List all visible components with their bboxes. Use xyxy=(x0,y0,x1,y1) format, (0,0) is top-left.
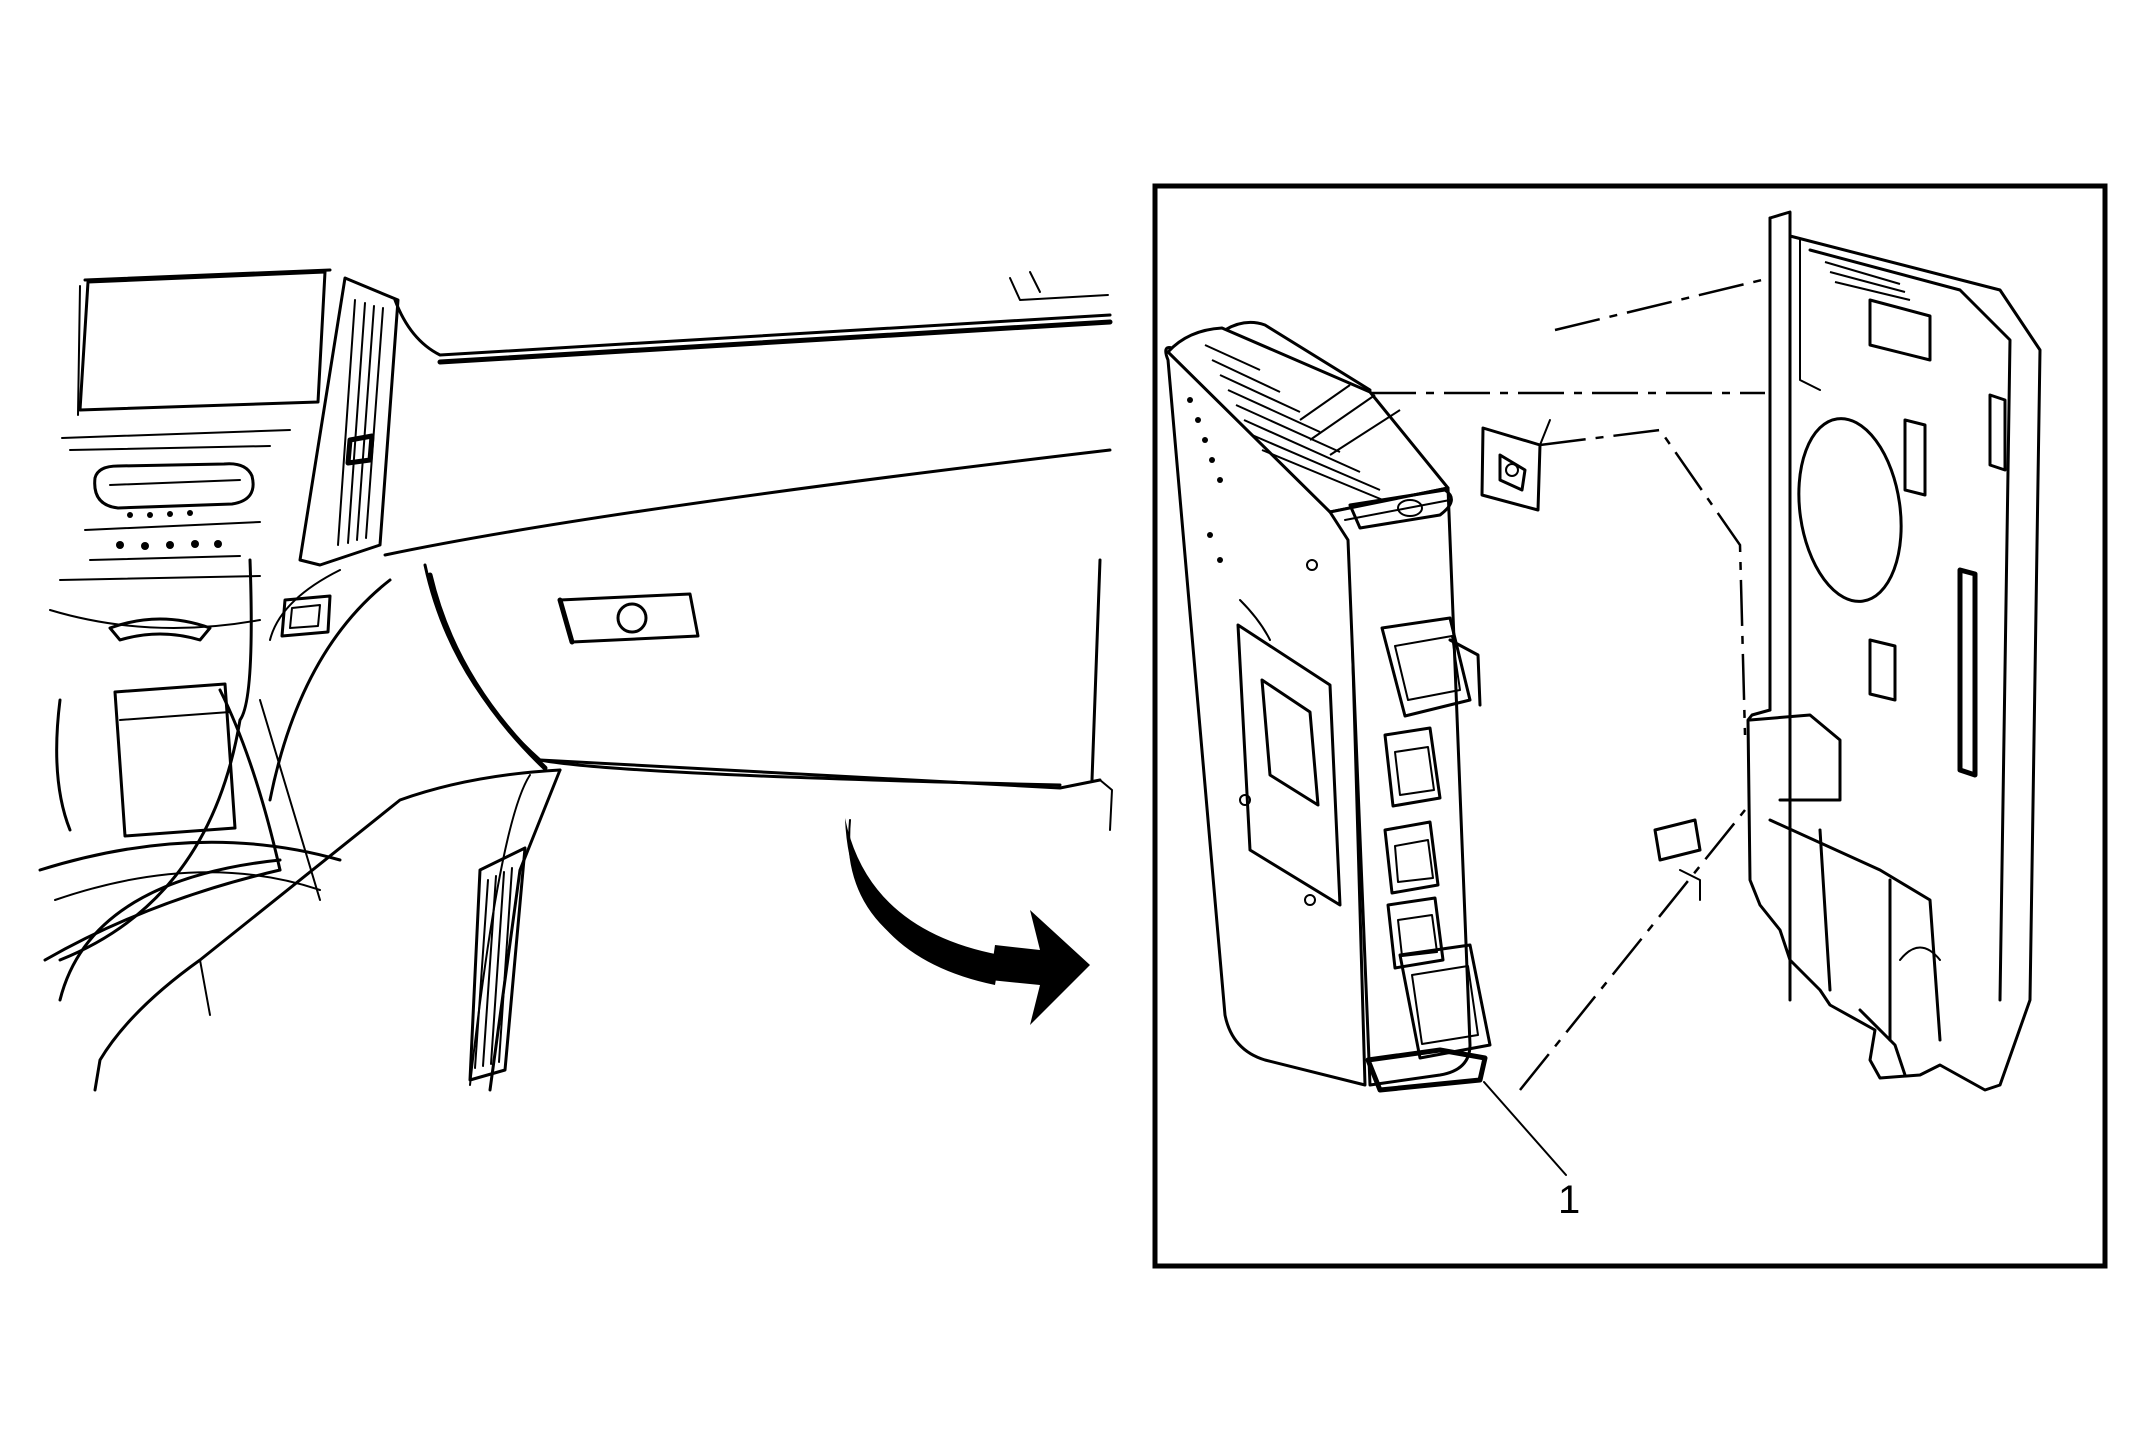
inset-frame xyxy=(1152,183,2108,1269)
mounting-bracket xyxy=(1480,210,2042,1092)
hazard-button xyxy=(280,594,332,638)
alignment-lines xyxy=(1370,276,1771,1091)
climate-controls xyxy=(49,462,261,642)
lower-vent xyxy=(468,846,527,1082)
callout-label: 1 xyxy=(1558,1178,1580,1222)
direction-arrow xyxy=(845,818,1090,1025)
dash-top xyxy=(83,268,1113,641)
module-connectors xyxy=(1380,616,1492,1060)
glove-box-latch xyxy=(557,592,700,645)
center-console xyxy=(38,558,562,1092)
center-vent xyxy=(298,276,400,567)
detail-inset: 1 xyxy=(1152,183,2108,1269)
center-display xyxy=(61,270,327,451)
callout-1: 1 xyxy=(1483,1081,1580,1222)
glove-box-door xyxy=(423,558,1113,831)
dashboard-view xyxy=(38,268,1113,1092)
module xyxy=(1164,320,1492,1093)
module-vents xyxy=(1204,344,1401,506)
